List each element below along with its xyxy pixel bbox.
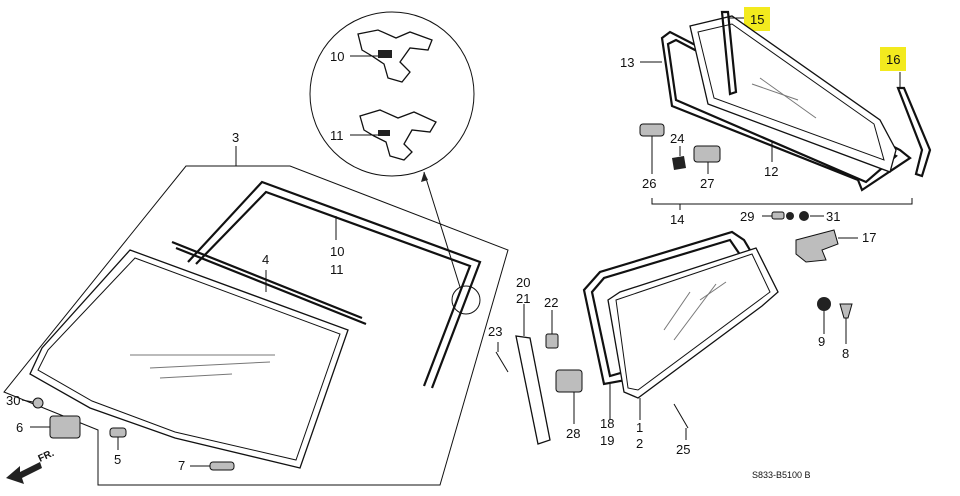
quarter-reflection-1 xyxy=(663,291,691,331)
nut-31 xyxy=(799,211,809,221)
dam-rubber xyxy=(187,180,482,389)
label-25: 25 xyxy=(676,442,690,457)
label-18: 18 xyxy=(600,416,614,431)
fastener-8 xyxy=(839,303,853,319)
label-9: 9 xyxy=(818,334,825,349)
label-17: 17 xyxy=(862,230,876,245)
nut-24 xyxy=(672,156,686,170)
label-27: 27 xyxy=(700,176,714,191)
section-11-core xyxy=(378,130,390,136)
label-20: 20 xyxy=(516,275,530,290)
nut-9 xyxy=(817,297,831,311)
clip-5 xyxy=(109,427,127,438)
screw-25 xyxy=(673,403,689,429)
label-10: 10 xyxy=(330,244,344,259)
seal-16 xyxy=(896,86,932,178)
front-arrow-label: FR. xyxy=(37,448,56,465)
label-19: 19 xyxy=(600,433,614,448)
diagram-code: S833-B5100 B xyxy=(752,470,811,480)
clip-7 xyxy=(209,461,235,471)
windshield-reflection-2 xyxy=(149,361,271,369)
pillar-trim xyxy=(515,335,551,445)
inset-label-11: 11 xyxy=(330,128,344,143)
label-6: 6 xyxy=(16,420,23,435)
leader-30 xyxy=(21,399,34,403)
inset-label-10: 10 xyxy=(330,49,344,64)
detail-marker-circle xyxy=(451,285,481,315)
screw-23 xyxy=(495,351,509,373)
bracket-27 xyxy=(693,145,721,163)
detail-circle xyxy=(309,11,475,177)
nut-29b xyxy=(786,212,794,220)
label-1: 1 xyxy=(636,420,643,435)
quarter-glass xyxy=(607,247,779,399)
label-14: 14 xyxy=(670,212,684,227)
section-11 xyxy=(359,109,437,161)
clip-30 xyxy=(32,397,44,409)
rear-reflection-2 xyxy=(759,77,817,119)
section-10 xyxy=(357,29,433,83)
label-22: 22 xyxy=(544,295,558,310)
windshield-reflection-3 xyxy=(159,373,233,379)
clip-26 xyxy=(639,123,665,137)
section-10-core xyxy=(378,50,392,58)
clip-6 xyxy=(49,415,81,439)
label-21: 21 xyxy=(516,291,530,306)
seal-15 xyxy=(720,10,738,96)
label-7: 7 xyxy=(178,458,185,473)
label-30: 30 xyxy=(6,393,20,408)
label-3: 3 xyxy=(232,130,239,145)
group-bracket-14 xyxy=(651,198,913,205)
label-4: 4 xyxy=(262,252,269,267)
screw-29 xyxy=(771,211,785,220)
quarter-reflection-3 xyxy=(699,281,727,301)
detail-pointer xyxy=(423,171,461,288)
windshield-glass xyxy=(29,249,349,469)
rear-window-glass-12 xyxy=(689,15,897,173)
label-15: 15 xyxy=(750,12,764,27)
windshield-glass-inner xyxy=(37,257,341,461)
label-28: 28 xyxy=(566,426,580,441)
label-5: 5 xyxy=(114,452,121,467)
windshield-group-outline xyxy=(3,165,509,486)
label-12: 12 xyxy=(764,164,778,179)
label-31: 31 xyxy=(826,209,840,224)
label-26: 26 xyxy=(642,176,656,191)
label-11: 11 xyxy=(330,262,344,277)
quarter-glass-inner xyxy=(615,253,771,391)
label-16: 16 xyxy=(886,52,900,67)
rear-reflection-1 xyxy=(751,83,799,101)
label-2: 2 xyxy=(636,436,643,451)
rear-window-glass-inner xyxy=(697,23,885,161)
label-23: 23 xyxy=(488,324,502,339)
hinge-17 xyxy=(795,229,839,263)
label-8: 8 xyxy=(842,346,849,361)
front-arrow-icon xyxy=(6,462,42,484)
label-29: 29 xyxy=(740,209,754,224)
bracket-28 xyxy=(555,369,583,393)
detail-pointer-arrowhead xyxy=(421,172,428,182)
label-24: 24 xyxy=(670,131,684,146)
label-13: 13 xyxy=(620,55,634,70)
highlight-16 xyxy=(880,47,906,71)
clip-22 xyxy=(545,333,559,349)
